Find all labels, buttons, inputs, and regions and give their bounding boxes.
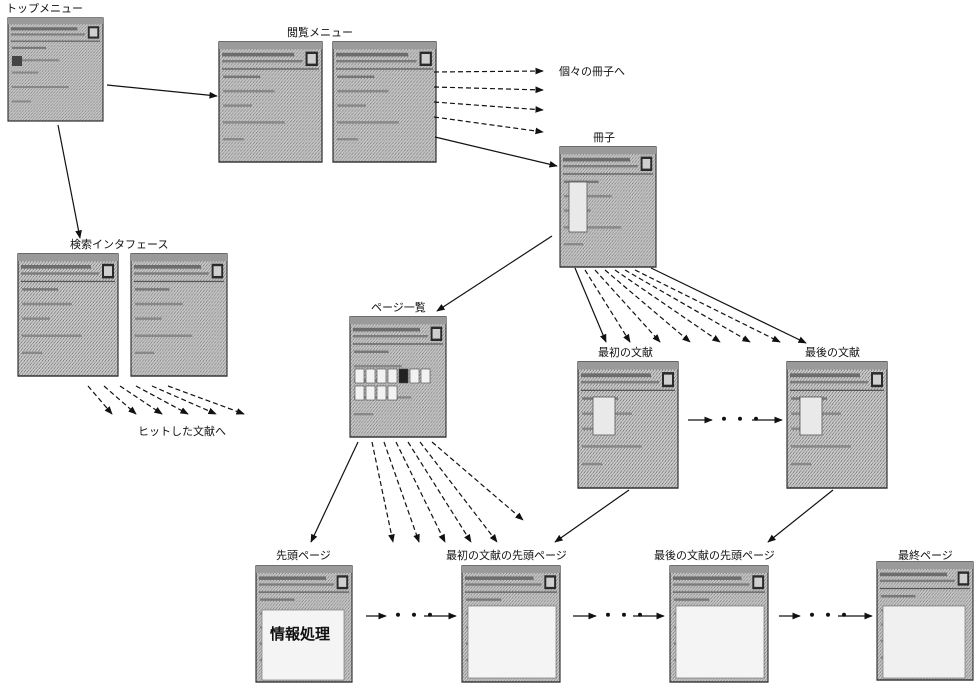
label-page-list: ページ一覧 — [371, 300, 426, 314]
screen-page-list — [350, 317, 446, 437]
label-first-page: 先頭ページ — [276, 549, 331, 562]
cover-thumbnail — [569, 182, 587, 232]
cover-page — [262, 610, 344, 680]
label-to-hit-document: ヒットした文献へ — [138, 424, 226, 438]
article-page — [676, 606, 764, 678]
cover-title: 情報処理 — [270, 625, 330, 643]
label-last-page: 最終ページ — [898, 548, 953, 562]
label-last-document: 最後の文献 — [805, 345, 860, 359]
label-search-interface: 検索インタフェース — [70, 237, 168, 251]
article-page — [468, 606, 556, 678]
label-browse-menu: 閲覧メニュー — [287, 25, 353, 39]
screen-search-1 — [18, 254, 118, 376]
screen-search-2 — [131, 254, 227, 376]
photo-thumbnail — [12, 56, 22, 66]
label-first-document: 最初の文献 — [598, 345, 653, 359]
doc-thumbnail — [800, 397, 822, 435]
label-first-doc-first-page: 最初の文献の先頭ページ — [446, 548, 567, 562]
screen-browse-menu-2 — [333, 42, 436, 162]
label-volume: 冊子 — [593, 131, 615, 144]
label-last-doc-first-page: 最後の文献の先頭ページ — [654, 548, 775, 562]
label-top-menu: トップメニュー — [6, 2, 83, 15]
ellipsis: ・・・ — [716, 410, 764, 429]
doc-thumbnail — [593, 397, 615, 435]
ellipsis: ・・・ — [390, 606, 438, 625]
comic-page — [883, 606, 965, 678]
screen-top-menu — [8, 18, 103, 121]
label-to-each-volume: 個々の冊子へ — [559, 65, 625, 78]
screen-browse-menu-1 — [219, 42, 322, 162]
ellipsis: ・・・ — [600, 606, 648, 625]
ellipsis: ・・・ — [804, 606, 852, 625]
